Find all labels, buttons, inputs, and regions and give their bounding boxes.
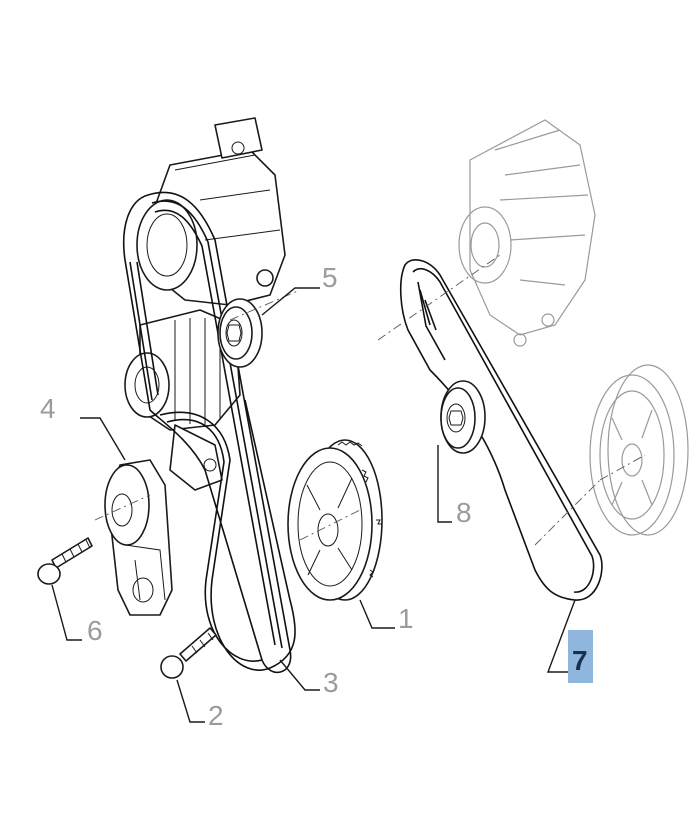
idler-pulley-left [217,298,263,368]
ac-compressor [136,117,286,306]
alternator-right [458,119,596,347]
callout-8: 8 [456,497,472,528]
callout-4: 4 [40,393,56,424]
idler-pulley-right [440,380,486,454]
callout-7-highlight [568,630,593,683]
callout-2: 2 [208,700,224,731]
right-assembly [377,119,689,601]
callout-1: 1 [398,603,414,634]
bolt-2 [160,627,217,679]
callout-6: 6 [87,615,103,646]
belt-7 [399,259,603,601]
alternator [124,309,241,491]
callout-labels: 1 2 3 4 5 6 7 8 [40,262,593,731]
left-assembly [37,117,383,679]
belt-upper-left [123,191,292,674]
callout-leaders [51,287,576,723]
crankshaft-pulley-right [589,364,689,536]
callout-3: 3 [323,667,339,698]
crankshaft-pulley-left [287,439,383,601]
bolt-6 [37,537,93,585]
belt-lower-left [159,399,296,671]
belt-tensioner [104,459,173,616]
callout-5: 5 [322,262,338,293]
callout-7: 7 [572,645,588,676]
